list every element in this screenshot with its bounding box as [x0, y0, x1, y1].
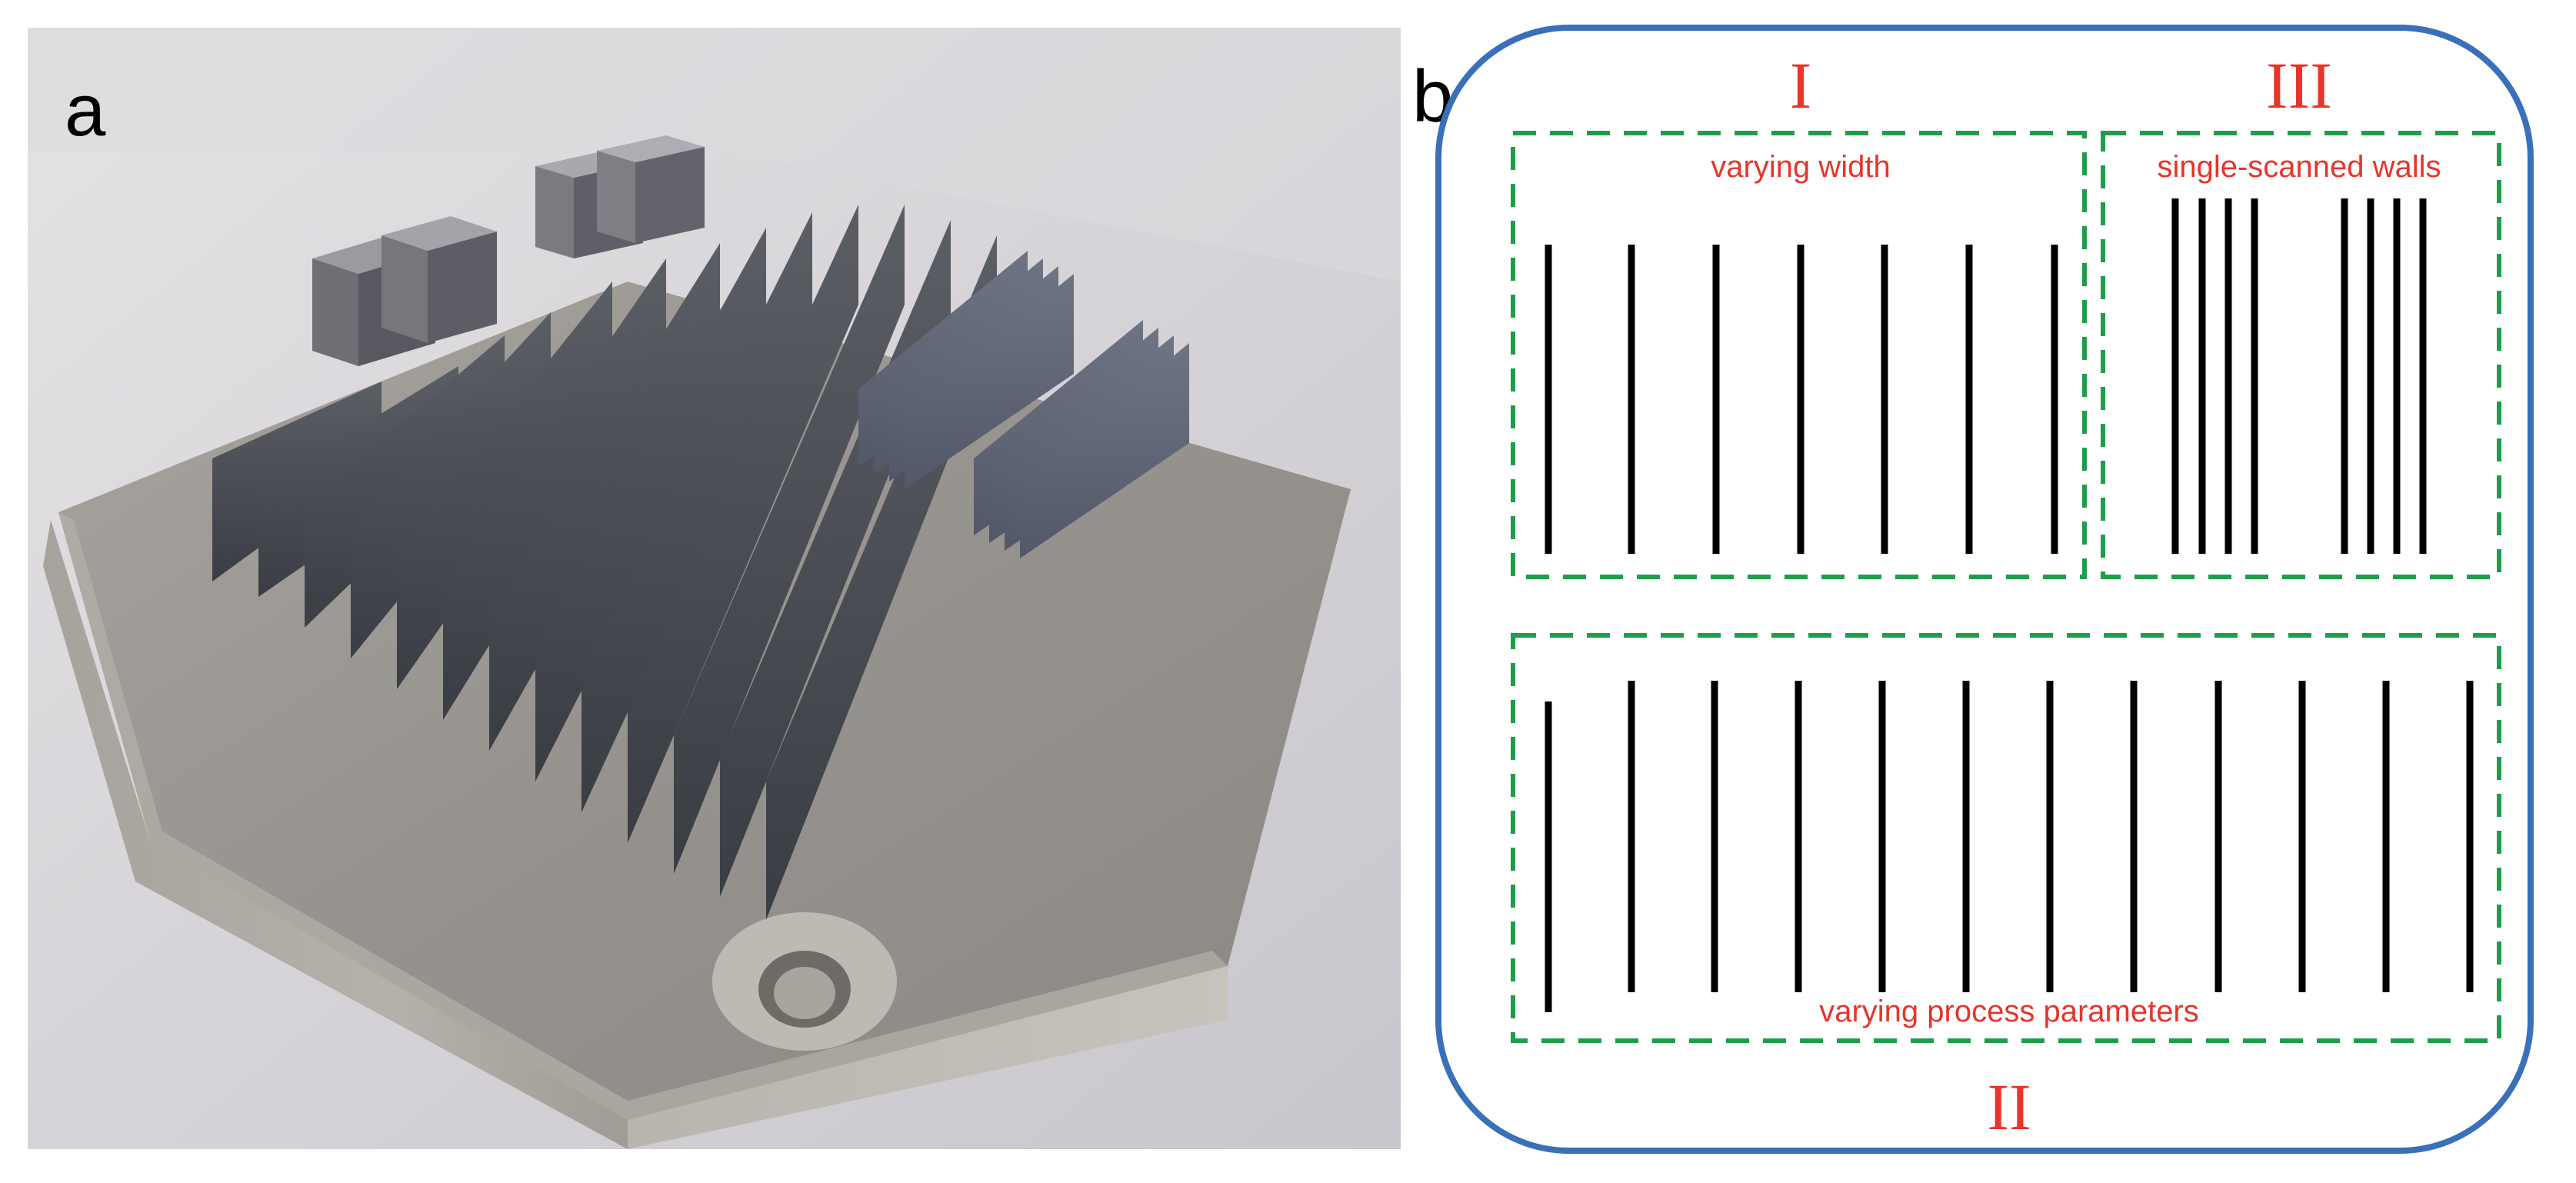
region-i-box: [1511, 131, 2087, 579]
region-ii-walls: [1545, 681, 2474, 1012]
region-iii-box: [2101, 131, 2501, 579]
outer-build-area: [1435, 25, 2534, 1154]
region-ii-box: [1511, 633, 2501, 1043]
build-plate-illustration: [28, 28, 1401, 1149]
fins: [212, 205, 1189, 920]
region-ii-caption: varying process parameters: [1819, 995, 2199, 1028]
region-i-caption: varying width: [1711, 150, 1890, 184]
region-iii-caption: single-scanned walls: [2157, 150, 2441, 184]
panel-a-label: a: [65, 69, 106, 152]
region-ii-numeral: II: [1987, 1070, 2031, 1144]
cubes: [312, 135, 705, 366]
region-iii-numeral: III: [2266, 48, 2332, 122]
build-plate-photo: [28, 28, 1401, 1149]
region-i-walls: [1545, 245, 2058, 554]
region-iii-walls: [2171, 198, 2427, 554]
region-i-numeral: I: [1790, 48, 1812, 122]
